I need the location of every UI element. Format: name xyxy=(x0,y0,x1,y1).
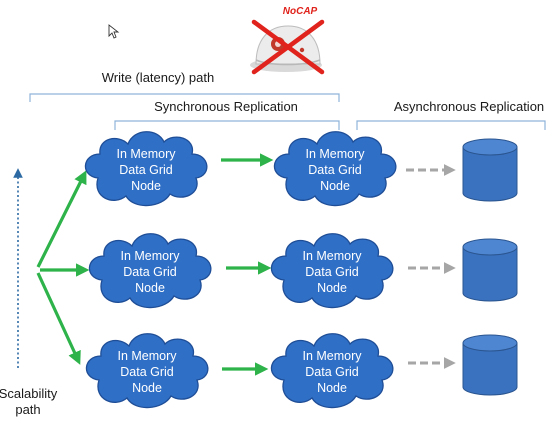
mouse-pointer-icon xyxy=(108,24,120,39)
svg-text:In Memory: In Memory xyxy=(117,349,177,363)
scalability-label: Scalability xyxy=(0,386,58,401)
scalability-label-line2: path xyxy=(15,402,40,417)
svg-text:Node: Node xyxy=(131,179,161,193)
svg-text:Node: Node xyxy=(317,281,347,295)
svg-text:In Memory: In Memory xyxy=(302,349,362,363)
sync-replication-label: Synchronous Replication xyxy=(154,99,298,114)
database-cylinder-icon xyxy=(462,334,518,396)
fan-arrow-bottom xyxy=(36,272,81,365)
svg-text:Data Grid: Data Grid xyxy=(119,163,173,177)
write-path-bracket xyxy=(29,93,340,102)
svg-text:Node: Node xyxy=(132,381,162,395)
svg-text:Node: Node xyxy=(135,281,165,295)
svg-text:Data Grid: Data Grid xyxy=(305,365,359,379)
data-grid-node: In Memory Data Grid Node xyxy=(88,233,212,309)
data-grid-node: In Memory Data Grid Node xyxy=(270,233,394,309)
sync-replication-bracket xyxy=(114,120,340,130)
svg-text:In Memory: In Memory xyxy=(116,147,176,161)
async-replication-bracket xyxy=(356,120,546,130)
svg-text:Node: Node xyxy=(317,381,347,395)
svg-text:Data Grid: Data Grid xyxy=(120,365,174,379)
nocap-logo: NoCAP xyxy=(250,6,325,75)
svg-text:In Memory: In Memory xyxy=(302,249,362,263)
data-grid-node: In Memory Data Grid Node xyxy=(273,131,397,207)
database-cylinder-icon xyxy=(462,238,518,302)
svg-text:Data Grid: Data Grid xyxy=(308,163,362,177)
database-cylinder-icon xyxy=(462,138,518,202)
fan-arrow-top xyxy=(36,170,87,268)
svg-text:In Memory: In Memory xyxy=(120,249,180,263)
write-path-label: Write (latency) path xyxy=(102,70,214,85)
data-grid-node: In Memory Data Grid Node xyxy=(270,333,394,409)
svg-text:Node: Node xyxy=(320,179,350,193)
async-replication-label: Asynchronous Replication xyxy=(394,99,544,114)
svg-text:Data Grid: Data Grid xyxy=(305,265,359,279)
data-grid-node: In Memory Data Grid Node xyxy=(84,131,208,207)
data-grid-node: In Memory Data Grid Node xyxy=(85,333,209,409)
logo-text: NoCAP xyxy=(283,6,318,17)
svg-text:In Memory: In Memory xyxy=(305,147,365,161)
svg-text:Data Grid: Data Grid xyxy=(123,265,177,279)
